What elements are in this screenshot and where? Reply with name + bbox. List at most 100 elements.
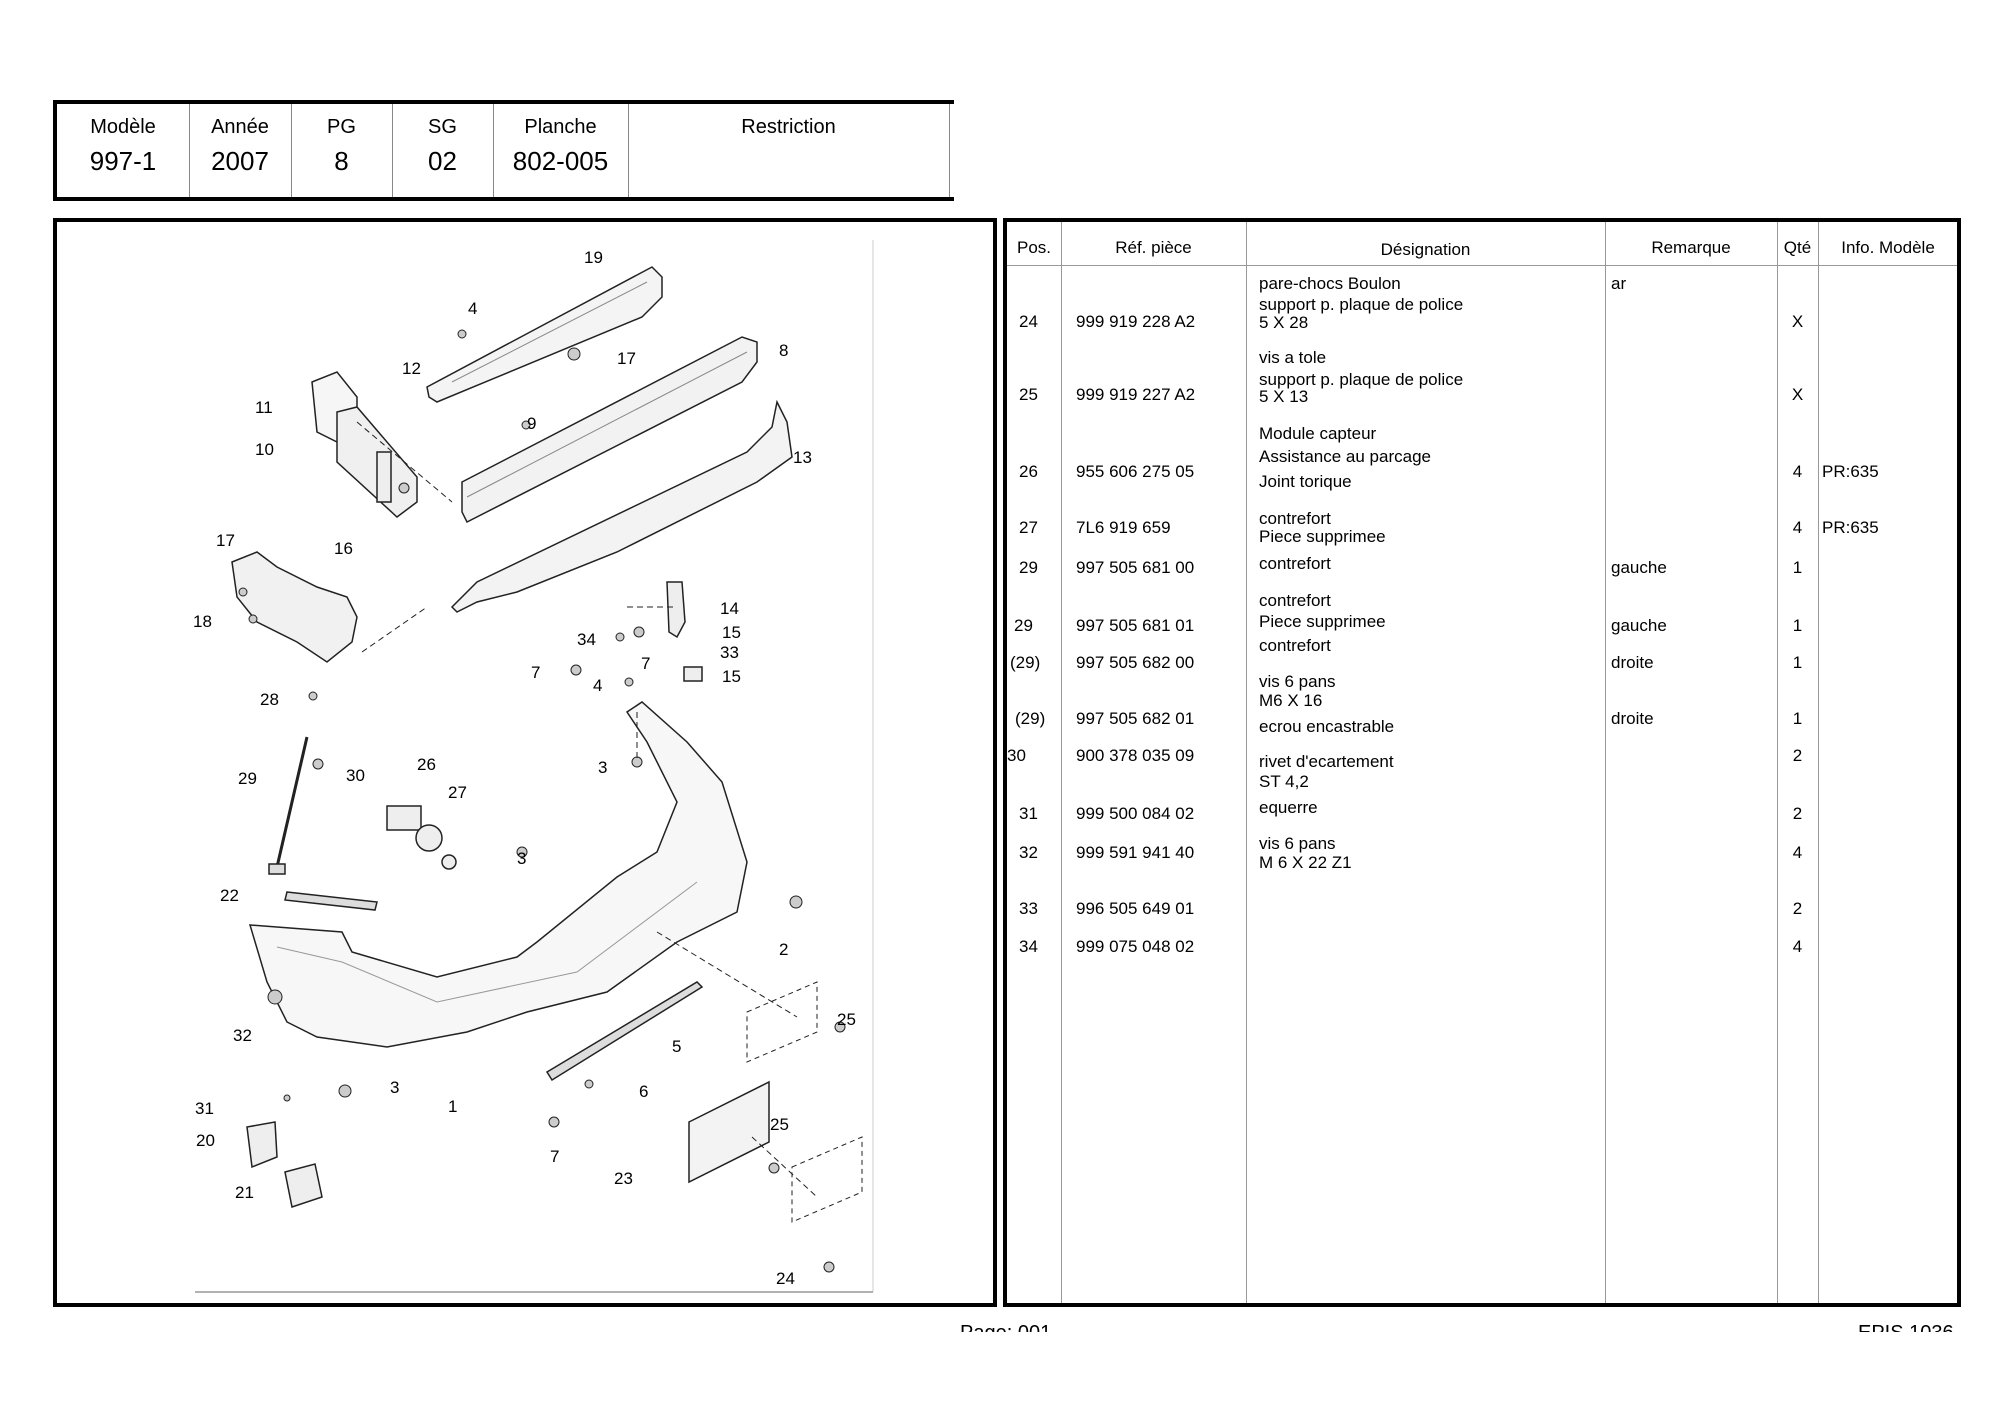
cell-qte: 1 <box>1792 558 1803 577</box>
callout-32: 32 <box>233 1026 252 1045</box>
cell-designation-line: Assistance au parcage <box>1259 447 1431 466</box>
cell-ref: 997 505 681 01 <box>1076 616 1195 635</box>
parts-diagram: 19 4 17 8 12 9 11 10 13 17 16 18 14 15 3… <box>53 218 997 1307</box>
part-8-cross-beam <box>461 336 758 524</box>
callout-14: 14 <box>720 599 739 618</box>
cell-qte: 1 <box>1792 709 1803 728</box>
header-col-annee: Année 2007 <box>189 104 292 197</box>
part-26-sensor <box>415 824 443 852</box>
part-13-spoiler <box>450 399 793 613</box>
header-col-planche: Planche 802-005 <box>493 104 629 197</box>
cell-pos: 29 <box>1014 616 1033 635</box>
page-footer: Page: 001 EPIS 1036 <box>0 1322 2000 1332</box>
cell-designation-line: contrefort <box>1259 509 1331 528</box>
column-header-info: Info. Modèle <box>1841 238 1935 257</box>
callout-5: 5 <box>672 1037 682 1056</box>
callout-26: 26 <box>417 755 436 774</box>
license-plate-outline-lower <box>791 1136 863 1223</box>
header-label: PG <box>327 116 356 138</box>
part-14-cover <box>666 581 686 639</box>
part-29-strap <box>275 736 309 868</box>
cell-designation-line: vis 6 pans <box>1259 672 1336 691</box>
callout-3b: 3 <box>517 849 527 868</box>
cell-designation-line: Module capteur <box>1259 424 1377 443</box>
column-header-qte: Qté <box>1783 238 1812 257</box>
cell-designation-line: contrefort <box>1259 591 1331 610</box>
cell-pos: 31 <box>1019 804 1038 823</box>
header-value: 997-1 <box>89 146 157 176</box>
callout-15b: 15 <box>722 667 741 686</box>
column-header-pos: Pos. <box>1016 238 1052 257</box>
cell-designation-line: M6 X 16 <box>1259 691 1323 710</box>
column-divider <box>1061 222 1062 1303</box>
cell-pos: (29) <box>1010 653 1041 672</box>
header-label: Année <box>211 116 269 138</box>
callout-7c: 7 <box>550 1147 560 1166</box>
callout-16: 16 <box>334 539 353 558</box>
cell-remarque: droite <box>1611 653 1654 672</box>
cell-qte: 2 <box>1792 804 1803 823</box>
cell-info: PR:635 <box>1822 518 1879 537</box>
callout-27: 27 <box>448 783 467 802</box>
cell-qte: 1 <box>1792 653 1803 672</box>
cell-designation-line: ecrou encastrable <box>1259 717 1395 736</box>
part-22-strip <box>284 891 378 911</box>
cell-designation-line: Piece supprimee <box>1259 612 1386 631</box>
cell-designation-line: support p. plaque de police <box>1259 370 1464 389</box>
callout-12: 12 <box>402 359 421 378</box>
cell-pos: (29) <box>1015 709 1046 728</box>
cell-designation-line: vis a tole <box>1259 348 1327 367</box>
cell-ref: 999 075 048 02 <box>1076 937 1195 956</box>
part-21-cap <box>284 1163 323 1208</box>
cell-remarque: droite <box>1611 709 1654 728</box>
callout-25a: 25 <box>837 1010 856 1029</box>
cell-ref: 996 505 649 01 <box>1076 899 1195 918</box>
cell-designation-line: ST 4,2 <box>1259 772 1309 791</box>
callout-4b: 4 <box>593 676 603 695</box>
cell-qte: 4 <box>1792 937 1803 956</box>
header-col-pg: PG 8 <box>291 104 393 197</box>
cell-ref: 997 505 682 00 <box>1076 653 1195 672</box>
cell-pos: 27 <box>1019 518 1038 537</box>
cell-ref: 7L6 919 659 <box>1076 518 1171 537</box>
callout-3a: 3 <box>598 758 608 777</box>
part-27-seal <box>441 854 457 870</box>
system-version: EPIS 1036 <box>1858 1322 1954 1332</box>
column-divider <box>1818 222 1819 1303</box>
callout-2: 2 <box>779 940 789 959</box>
cell-designation-line: contrefort <box>1259 554 1331 573</box>
cell-pos: 29 <box>1019 558 1038 577</box>
callout-13: 13 <box>793 448 812 467</box>
header-label: SG <box>428 116 457 138</box>
callout-7b: 7 <box>531 663 541 682</box>
assembly-lines <box>356 421 818 1198</box>
callout-11: 11 <box>255 398 273 417</box>
callout-34: 34 <box>577 630 596 649</box>
cell-qte: 2 <box>1792 746 1803 765</box>
cell-qte: 4 <box>1792 843 1803 862</box>
cell-designation-line: support p. plaque de police <box>1259 295 1464 314</box>
part-33-bracket <box>683 666 703 682</box>
cell-ref: 999 919 228 A2 <box>1076 312 1196 331</box>
header-divider <box>1007 265 1957 266</box>
header-col-modele: Modèle 997-1 <box>57 104 190 197</box>
column-divider <box>1777 222 1778 1303</box>
cell-designation-line: equerre <box>1259 798 1318 817</box>
page-number: Page: 001 <box>960 1322 1051 1332</box>
part-1-bumper-cover <box>248 701 748 1048</box>
callout-19: 19 <box>584 248 603 267</box>
cell-ref: 900 378 035 09 <box>1076 746 1195 765</box>
cell-designation-line: M 6 X 22 Z1 <box>1259 853 1352 872</box>
cell-remarque: ar <box>1611 274 1627 293</box>
callout-6: 6 <box>639 1082 649 1101</box>
callout-29: 29 <box>238 769 257 788</box>
cell-pos: 34 <box>1019 937 1038 956</box>
column-header-ref: Réf. pièce <box>1115 238 1192 257</box>
callout-3c: 3 <box>390 1078 400 1097</box>
cell-ref: 997 505 682 01 <box>1076 709 1195 728</box>
part-23-plate-carrier <box>688 1080 770 1184</box>
cell-qte: 4 <box>1792 518 1803 537</box>
header-value: 8 <box>334 146 349 176</box>
callout-15: 15 <box>722 623 741 642</box>
callout-8: 8 <box>779 341 789 360</box>
